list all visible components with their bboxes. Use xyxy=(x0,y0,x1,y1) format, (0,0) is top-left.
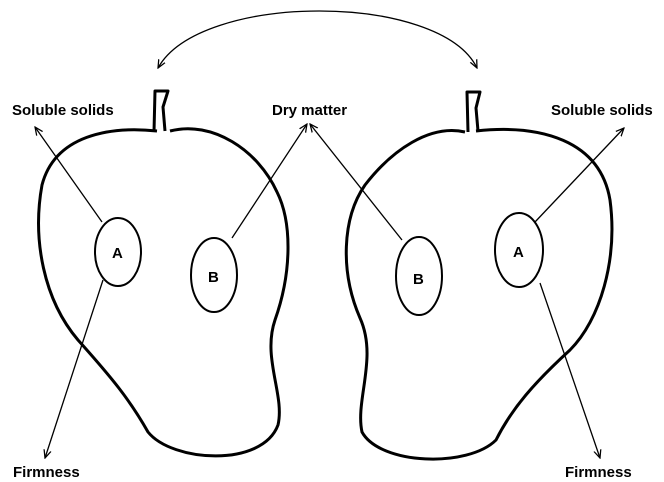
label-soluble-solids-left: Soluble solids xyxy=(12,103,114,118)
left-region-a-label: A xyxy=(112,245,123,262)
left-mango xyxy=(39,91,288,456)
right-mango xyxy=(346,92,612,459)
arrow-left-b-to-dry-matter xyxy=(232,124,307,238)
right-region-a-label: A xyxy=(513,244,524,261)
left-mango-outline xyxy=(39,129,288,456)
left-mango-stem xyxy=(154,91,168,132)
right-mango-stem xyxy=(467,92,480,132)
flip-double-arrow xyxy=(158,11,477,68)
right-mango-outline xyxy=(346,129,612,459)
label-dry-matter: Dry matter xyxy=(272,103,347,118)
label-soluble-solids-right: Soluble solids xyxy=(551,103,653,118)
label-firmness-right: Firmness xyxy=(565,465,632,480)
label-firmness-left: Firmness xyxy=(13,465,80,480)
right-region-b-label: B xyxy=(413,271,424,288)
left-region-b-label: B xyxy=(208,269,219,286)
arrow-right-b-to-dry-matter xyxy=(310,124,402,240)
arrow-left-a-to-firmness xyxy=(45,280,103,458)
